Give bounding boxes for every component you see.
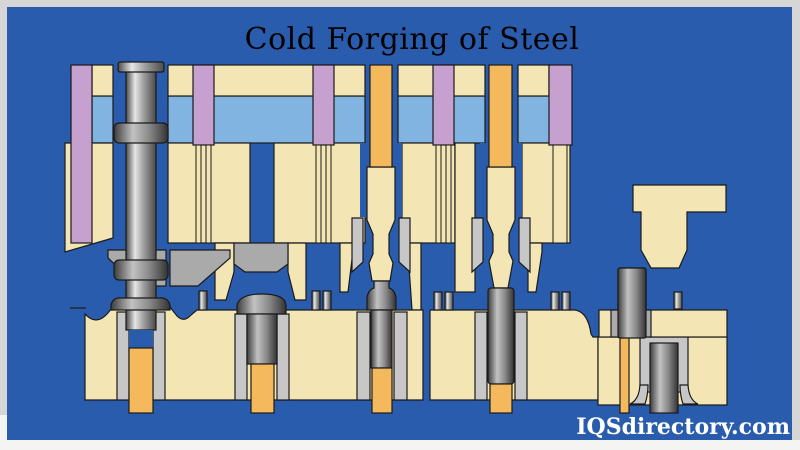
watermark: IQSdirectory.com <box>576 414 790 440</box>
die-sleeve <box>234 313 248 401</box>
surface-pin <box>444 291 454 311</box>
ejector-pin <box>128 347 154 414</box>
top-plate-segment <box>517 64 550 97</box>
ejector-pin <box>489 383 513 414</box>
workpiece-finished <box>617 267 647 339</box>
guide-pin <box>70 64 93 244</box>
punch-bushings <box>351 217 531 274</box>
surface-pin <box>433 291 443 311</box>
die-sleeve <box>356 311 371 401</box>
punch-shanks <box>369 64 513 168</box>
guide-shaft-collar <box>113 259 169 281</box>
pin-tails <box>195 144 568 244</box>
guide-shaft-cap <box>117 61 165 73</box>
ejector-pin <box>250 363 275 414</box>
punch-bushing <box>518 217 531 274</box>
ejector-pin <box>371 367 393 414</box>
punch-clearance-slot <box>360 143 367 217</box>
workpiece-in-right-die <box>649 342 679 414</box>
top-plate-segment <box>91 64 114 97</box>
guide-shaft <box>113 61 169 348</box>
punch-shank <box>488 64 513 168</box>
ejection-punch <box>632 184 727 269</box>
frame-right <box>792 0 800 440</box>
guide-shaft-collar <box>113 122 169 144</box>
workpiece-formed-head <box>366 280 397 311</box>
right-station <box>597 184 728 414</box>
shaft-funnel-wedge <box>169 249 231 287</box>
frame-left <box>0 7 7 415</box>
surface-pin <box>673 291 683 310</box>
workpiece-stem <box>246 313 278 365</box>
die-sleeve <box>514 311 528 401</box>
workpiece-upset-head <box>236 293 287 315</box>
diagram-title: Cold Forging of Steel <box>244 22 580 57</box>
punch-clearance-slot <box>395 143 402 217</box>
ejector-pins <box>128 347 513 414</box>
surface-pin <box>311 290 321 311</box>
punch-clearance-slot <box>515 143 522 217</box>
surface-pin <box>198 290 208 311</box>
ejector-pin <box>619 336 630 414</box>
die-entry-wall <box>339 242 355 293</box>
die-entry-wall <box>527 242 543 293</box>
guide-pin <box>548 64 573 146</box>
guide-pin <box>432 64 455 146</box>
pin-tail <box>315 144 322 244</box>
surface-pin <box>550 291 560 311</box>
pin-tail <box>205 144 212 244</box>
punch-bodies <box>366 166 516 289</box>
die-sleeves <box>116 311 528 401</box>
pin-tail <box>552 144 568 244</box>
pin-tail <box>325 144 332 244</box>
guide-pin <box>192 64 215 146</box>
punch-shank <box>369 64 393 168</box>
pin-tail <box>435 144 442 244</box>
die-insert-block <box>233 242 289 273</box>
guide-shaft-body <box>125 67 157 331</box>
guide-pin <box>312 64 335 146</box>
sleeve-flare <box>679 384 699 405</box>
surface-pin <box>322 290 332 311</box>
shaft-bore-gap <box>129 330 153 348</box>
punch-clearance-slot <box>480 143 487 217</box>
punch-bushing <box>398 217 411 274</box>
frame-top <box>0 0 800 7</box>
die-sleeve <box>474 311 488 401</box>
sleeve-flare <box>629 384 649 405</box>
punch-body <box>366 166 396 282</box>
punch-clearance-slots <box>360 143 522 217</box>
punch-bushing <box>471 217 484 274</box>
die-sleeve <box>276 313 290 401</box>
surface-pin <box>561 291 571 311</box>
die-entry-wall <box>287 242 307 301</box>
guide-pins <box>70 64 573 244</box>
workpiece-stem <box>370 309 393 369</box>
punch-bushing <box>351 217 364 274</box>
bolster-plate-segment <box>91 95 114 144</box>
punch-body <box>486 166 516 289</box>
die-sleeve <box>393 311 408 401</box>
workpiece-extruded <box>487 287 515 385</box>
pin-tail <box>445 144 452 244</box>
pin-tail <box>195 144 202 244</box>
workpiece-flange <box>110 297 171 311</box>
